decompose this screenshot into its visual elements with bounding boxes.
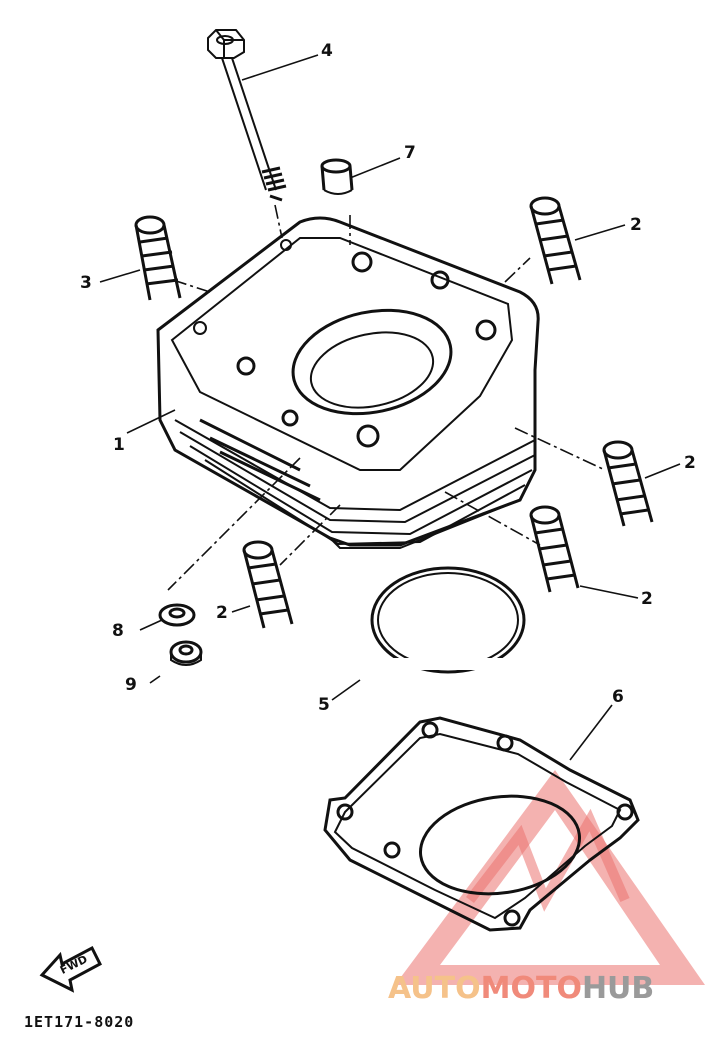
callout-2b: 2 [684,453,696,473]
fwd-arrow-icon: FWD [39,945,102,993]
callout-5: 5 [318,695,330,715]
o-ring-part-5 [370,566,526,674]
callout-8: 8 [112,621,124,641]
stud-bolt-part-2c [529,505,580,593]
nut-part-9 [169,640,203,666]
callout-2d: 2 [216,603,228,623]
callout-4: 6 [612,687,624,707]
callout-9: 9 [125,675,137,695]
callout-1: 1 [113,435,125,455]
watermark-auto: AUTO [388,971,481,1006]
callout-3: 3 [80,273,92,293]
watermark-moto: MOTO [481,971,582,1006]
dowel-pin-part-7 [320,158,354,195]
watermark-hub: HUB [582,971,654,1006]
watermark-logo [395,770,705,985]
gasket-part-4 [323,716,640,932]
callout-2a: 2 [630,215,642,235]
stud-bolt-part-2b [602,440,654,527]
callout-7: 7 [404,143,416,163]
bolt-part-6 [207,29,287,202]
callout-2c: 2 [641,589,653,609]
diagram-code: 1ET171-8020 [24,1013,134,1031]
leader-lines [99,54,681,761]
washer-part-8 [158,603,196,627]
watermark-text: AUTOMOTOHUB [388,971,654,1006]
stud-bolt-part-2d [242,540,294,629]
callout-6: 4 [321,41,333,61]
stud-bolt-part-3 [134,215,182,301]
stud-bolt-part-2a [529,196,582,285]
cylinder-part-1 [156,216,540,549]
